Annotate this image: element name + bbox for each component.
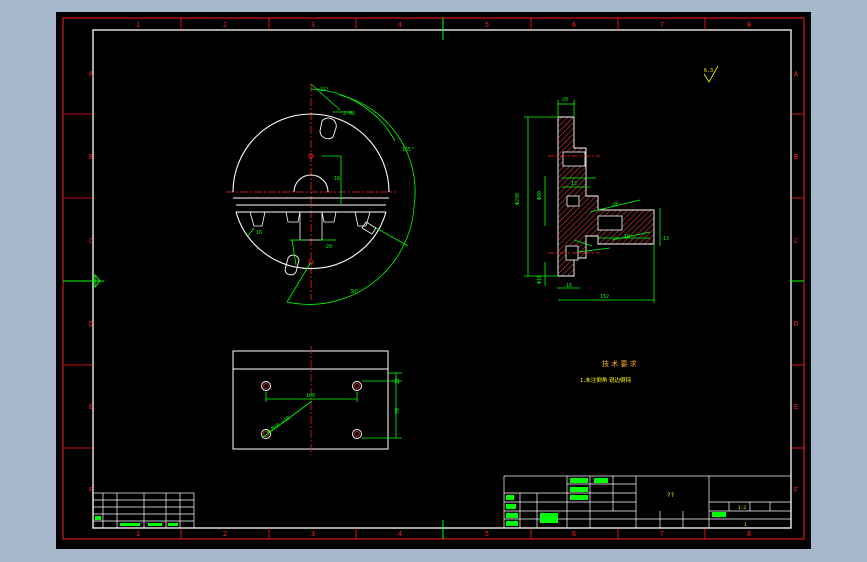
part-name: ?? [667, 492, 675, 499]
row-label-right-d: D [794, 320, 798, 328]
surface-finish-value: 6.3 [704, 68, 713, 74]
plan-dim-span-label: 100 [306, 393, 315, 399]
sheet-number: 1 [744, 522, 747, 528]
zone-ticks [63, 18, 804, 539]
section-dim-152-label: 152 [600, 294, 609, 300]
col-label-bottom-5: 5 [485, 530, 489, 538]
row-label-right-b: B [794, 153, 798, 161]
scale-value: 1:2 [738, 505, 746, 511]
front-dim-165-label: 165° [402, 147, 414, 153]
front-dim-20-label: 20 [326, 244, 332, 250]
col-label-bottom-2: 2 [223, 530, 227, 538]
plan-view: 4-M10 ↧18 100 22 70 [232, 346, 402, 455]
col-label-bottom-3: 3 [311, 530, 315, 538]
front-dim-arc-165 [339, 94, 416, 208]
section-view: 20 Φ290 Φ80 Φ10 13 28 10 16 152 13 [515, 97, 669, 303]
row-label-right-e: E [794, 403, 798, 411]
drawing-border [92, 29, 792, 529]
front-outer-arc-bottom [235, 211, 387, 270]
section-dim-top-label: 20 [562, 97, 568, 103]
col-label-top-8: 8 [747, 21, 751, 29]
centering-marks [63, 18, 804, 539]
plan-hole-1 [261, 381, 271, 391]
section-dim-28-label: 28 [612, 202, 618, 208]
front-hole-bottom [308, 259, 314, 265]
front-slot-bottom [284, 254, 300, 276]
title-block [503, 475, 792, 529]
col-label-bottom-1: 1 [136, 530, 140, 538]
section-dim-right-label: 13 [663, 236, 669, 242]
front-hole-top [308, 153, 314, 159]
col-label-top-5: 5 [485, 21, 489, 29]
title-block-text: ?? 1:2 1 [667, 492, 747, 528]
section-groove [597, 215, 623, 231]
cad-canvas [56, 12, 811, 549]
tech-requirements-line1: 1.未注倒角 锐边倒钝 [580, 376, 631, 384]
section-dim-phi-mid-label: Φ80 [537, 191, 543, 200]
row-label-left-a: A [89, 70, 94, 78]
revision-table [92, 492, 195, 529]
section-dim-13-label: 13 [571, 181, 577, 187]
section-bore-top [562, 151, 586, 167]
row-label-left-d: D [89, 320, 93, 328]
front-slot-top [319, 117, 337, 140]
revision-table-marks [95, 516, 178, 526]
col-label-top-3: 3 [311, 21, 315, 29]
row-label-right-c: C [794, 237, 798, 245]
row-label-right-a: A [794, 70, 799, 78]
section-dim-phi-outer-label: Φ290 [515, 193, 521, 205]
col-label-top-2: 2 [223, 21, 227, 29]
col-label-top-1: 1 [136, 21, 140, 29]
plan-dim-22-label: 22 [395, 378, 401, 384]
front-dim-arc-15 [310, 88, 396, 142]
tech-requirements-title: 技 术 要 求 [602, 359, 637, 368]
technical-requirements: 技 术 要 求 1.未注倒角 锐边倒钝 [580, 359, 637, 384]
front-dim-30-label: 30° [350, 289, 359, 295]
title-block-marks [506, 478, 726, 526]
front-dim-2m6-label: 2-M6 [343, 111, 355, 117]
row-label-left-e: E [89, 403, 93, 411]
plan-hole-4 [352, 429, 362, 439]
col-label-bottom-8: 8 [747, 530, 751, 538]
sheet-outer-frame [62, 17, 805, 540]
plan-dim-70-label: 70 [395, 408, 401, 414]
col-label-top-4: 4 [398, 21, 402, 29]
front-outer-arc-top [232, 113, 390, 193]
front-dim-15-label: 15° [320, 87, 329, 93]
zone-labels: 1 2 3 4 5 6 7 8 1 2 3 4 5 6 7 8 A B C D … [89, 21, 799, 538]
col-label-bottom-7: 7 [660, 530, 664, 538]
col-label-bottom-4: 4 [398, 530, 402, 538]
front-view: 15° 2-M6 165° 18 30° 16 20 [226, 83, 416, 305]
front-dim-18-label: 18 [334, 176, 340, 182]
plan-hole-2 [352, 381, 362, 391]
front-dim-arc-30 [286, 206, 415, 305]
row-label-left-c: C [89, 237, 93, 245]
col-label-bottom-6: 6 [572, 530, 576, 538]
section-dim-left-low-label: Φ10 [537, 275, 543, 284]
front-dim-16-label: 16 [256, 230, 262, 236]
row-label-left-b: B [89, 153, 93, 161]
surface-finish-symbol: 6.3 [703, 65, 719, 83]
row-label-right-f: F [794, 486, 798, 494]
section-dim-16-label: 16 [566, 283, 572, 289]
row-label-left-f: F [89, 486, 93, 494]
front-hub-arc [293, 174, 329, 193]
col-label-top-6: 6 [572, 21, 576, 29]
plan-hole-3 [261, 429, 271, 439]
section-dim-10-label: 10 [624, 234, 630, 240]
plan-body [232, 368, 389, 450]
col-label-top-7: 7 [660, 21, 664, 29]
